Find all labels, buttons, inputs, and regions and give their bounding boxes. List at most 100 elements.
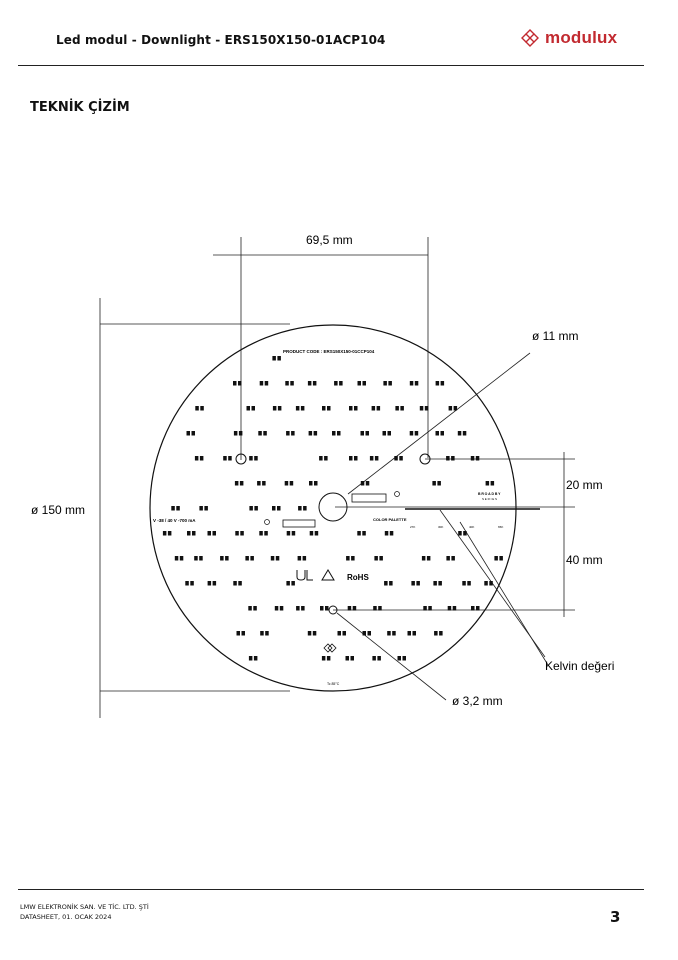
kelvin-label: Kelvin değeri xyxy=(545,659,614,673)
led-pad xyxy=(167,531,172,536)
mounting-hole-left xyxy=(235,453,247,465)
led-pad xyxy=(320,606,324,611)
led-pad xyxy=(452,606,457,611)
polarity-minus-icon xyxy=(394,491,400,497)
led-pad xyxy=(314,481,318,486)
pcb-series-line2: SERIES xyxy=(482,497,498,501)
led-pad xyxy=(291,431,295,436)
led-pad xyxy=(409,381,414,386)
led-pad xyxy=(374,556,378,561)
led-pad xyxy=(253,606,257,611)
led-pad xyxy=(365,431,369,436)
led-pad xyxy=(327,406,331,411)
leader-small-hole xyxy=(336,612,447,701)
led-pad xyxy=(297,556,302,561)
led-pad xyxy=(301,606,305,611)
led-pad xyxy=(223,456,227,461)
led-pad xyxy=(457,431,462,436)
led-pad xyxy=(277,506,281,511)
led-pad xyxy=(426,556,431,561)
led-pad xyxy=(384,581,388,586)
led-pad xyxy=(199,456,204,461)
led-pad xyxy=(303,506,307,511)
led-pad xyxy=(162,531,167,536)
led-pad xyxy=(337,431,341,436)
led-pad xyxy=(200,406,204,411)
led-pad xyxy=(312,631,317,636)
led-pad xyxy=(494,556,498,561)
led-pad xyxy=(400,406,404,411)
led-pad xyxy=(286,431,290,436)
led-pad xyxy=(447,606,452,611)
led-pad xyxy=(186,431,190,436)
led-pad xyxy=(351,556,355,561)
led-pad xyxy=(295,406,300,411)
led-pad xyxy=(240,531,244,536)
polarity-plus-icon xyxy=(264,519,270,525)
led-pad xyxy=(372,656,376,661)
footer-datasheet: DATASHEET, 01. OCAK 2024 xyxy=(20,913,112,921)
pcb-palette-40k: 40K xyxy=(469,525,474,529)
led-pad xyxy=(286,531,291,536)
led-pad xyxy=(332,431,336,436)
led-pad xyxy=(238,381,242,386)
led-pad xyxy=(435,431,439,436)
led-pad xyxy=(378,606,382,611)
led-pad xyxy=(204,506,208,511)
led-pad xyxy=(262,481,266,486)
led-pad xyxy=(322,406,326,411)
led-pad xyxy=(298,506,302,511)
led-pad xyxy=(277,406,282,411)
led-pad xyxy=(485,481,490,486)
led-pad xyxy=(388,381,392,386)
led-pad xyxy=(440,381,445,386)
led-pad xyxy=(433,581,437,586)
led-pad xyxy=(270,556,275,561)
led-pad xyxy=(253,656,258,661)
connector-top xyxy=(351,493,387,503)
led-pad xyxy=(349,406,353,411)
led-pad xyxy=(446,556,450,561)
led-pad xyxy=(411,581,415,586)
led-pad xyxy=(412,631,416,636)
led-pad xyxy=(248,606,252,611)
led-pad xyxy=(347,606,352,611)
pcb-palette-27k: 27K xyxy=(410,525,415,529)
led-pad xyxy=(407,631,411,636)
led-pad xyxy=(397,656,401,661)
led-pad xyxy=(212,531,216,536)
led-pad xyxy=(319,456,323,461)
led-pad xyxy=(176,506,180,511)
led-pad xyxy=(257,481,261,486)
led-pad xyxy=(286,581,290,586)
led-pad xyxy=(326,656,331,661)
led-pad xyxy=(249,506,253,511)
led-pad xyxy=(424,406,429,411)
leader-kelvin-2 xyxy=(459,521,549,666)
led-pad xyxy=(233,381,237,386)
led-pad xyxy=(207,581,212,586)
led-pad xyxy=(337,631,341,636)
leader-large-hole xyxy=(347,352,531,495)
pcb-temp-mark: Tc 85°C xyxy=(327,682,340,686)
led-pad xyxy=(339,381,343,386)
led-pad xyxy=(354,406,358,411)
brand-logo: modulux xyxy=(518,28,617,48)
led-pad xyxy=(313,431,318,436)
technical-drawing: PRODUCT CODE : ERS150X150-01CCP104 V -38… xyxy=(31,233,614,718)
led-pad xyxy=(334,381,338,386)
led-pad xyxy=(489,581,493,586)
led-pad xyxy=(374,456,379,461)
led-pad xyxy=(250,556,254,561)
mounting-hole-right xyxy=(419,453,431,465)
led-pad xyxy=(421,556,426,561)
led-pad xyxy=(357,531,361,536)
dim-label-20mm: 20 mm xyxy=(566,478,603,492)
led-pad xyxy=(362,631,366,636)
esd-warning-icon xyxy=(321,569,335,581)
led-pad xyxy=(376,406,381,411)
led-pad xyxy=(233,431,238,436)
led-pad xyxy=(499,556,503,561)
led-pad xyxy=(192,531,196,536)
led-pad xyxy=(307,631,312,636)
